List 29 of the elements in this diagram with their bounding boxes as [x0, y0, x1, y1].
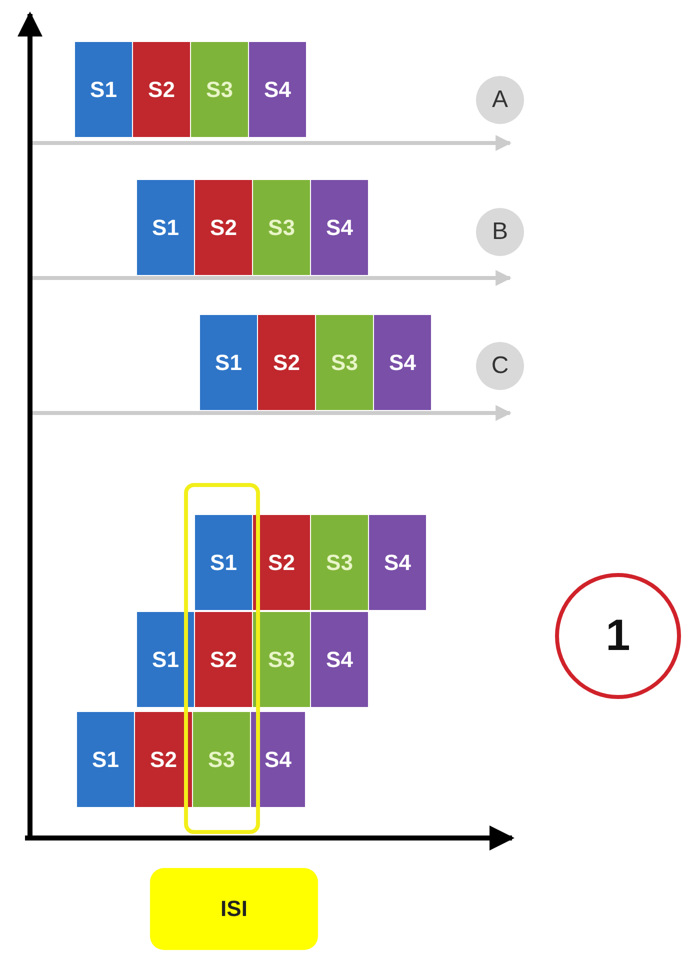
stimulus-block: S2	[135, 712, 192, 807]
stimulus-block: S4	[249, 42, 306, 137]
stimulus-block: S3	[253, 612, 310, 707]
stimulus-block: S1	[137, 180, 194, 275]
stimulus-block: S3	[191, 42, 248, 137]
stimulus-block: S4	[311, 180, 368, 275]
stimulus-block: S3	[316, 315, 373, 410]
stimulus-block: S2	[195, 180, 252, 275]
stimulus-block: S4	[369, 515, 426, 610]
stimulus-block: S1	[137, 612, 194, 707]
stimulus-block: S2	[258, 315, 315, 410]
stimulus-block: S1	[75, 42, 132, 137]
row-label-circle: A	[476, 76, 524, 124]
stimulus-block: S2	[195, 612, 252, 707]
stimulus-block: S2	[253, 515, 310, 610]
stimulus-block: S4	[374, 315, 431, 410]
stimulus-block: S4	[311, 612, 368, 707]
stimulus-block: S4	[251, 712, 305, 807]
stimulus-block: S1	[195, 515, 252, 610]
stimulus-block: S2	[133, 42, 190, 137]
stimulus-block: S1	[200, 315, 257, 410]
number-circle: 1	[555, 573, 681, 699]
row-label-circle: B	[476, 208, 524, 256]
stimulus-block: S3	[193, 712, 250, 807]
isi-label: ISI	[150, 868, 318, 950]
row-label-circle: C	[476, 342, 524, 390]
stimulus-block: S3	[253, 180, 310, 275]
stimulus-block: S3	[311, 515, 368, 610]
stimulus-block: S1	[77, 712, 134, 807]
